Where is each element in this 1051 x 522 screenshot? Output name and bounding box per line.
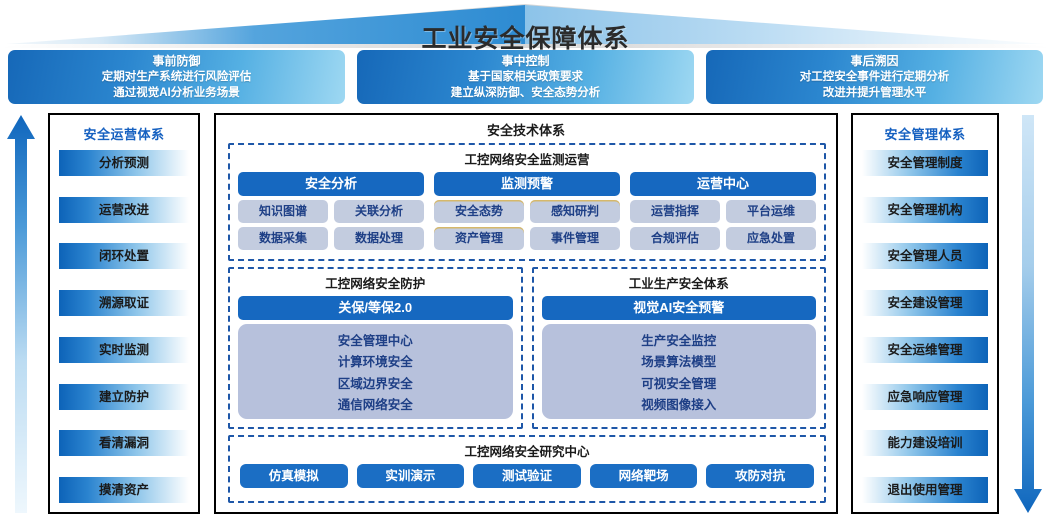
chip-row: 安全态势 感知研判	[434, 200, 620, 223]
phase-banner-post-line1: 对工控安全事件进行定期分析	[799, 71, 950, 83]
production-safety-bar[interactable]: 视觉AI安全预警	[541, 296, 816, 320]
phase-banner-during-line1: 基于国家相关政策要求	[468, 71, 583, 83]
roof-banner: 工业安全保障体系	[0, 4, 1051, 53]
right-panel-items: 安全管理制度 安全管理机构 安全管理人员 安全建设管理 安全运维管理 应急响应管…	[853, 148, 997, 512]
chip-row: 合规评估 应急处置	[630, 227, 816, 250]
production-safety-body: 生产安全监控 场景算法模型 可视安全管理 视频图像接入	[541, 324, 816, 419]
ics-protection-line-1[interactable]: 计算环境安全	[337, 355, 413, 370]
research-button-0[interactable]: 仿真模拟	[240, 464, 348, 488]
production-safety-line-1[interactable]: 场景算法模型	[641, 355, 717, 370]
phase-banner-pre[interactable]: 事前防御 定期对生产系统进行风险评估 通过视觉AI分析业务场景	[8, 50, 345, 104]
chip-row: 运营指挥 平台运维	[630, 200, 816, 223]
ics-protection-title: 工控网络安全防护	[325, 277, 426, 291]
sidebar-item-left-2[interactable]: 闭环处置	[59, 243, 189, 270]
ics-protection-bar[interactable]: 关保/等保2.0	[238, 296, 513, 320]
chip-operations-3[interactable]: 应急处置	[726, 227, 816, 250]
arrow-up-icon	[6, 115, 36, 513]
industrial-production-safety-block: 工业生产安全体系 视觉AI安全预警 生产安全监控 场景算法模型 可视安全管理 视…	[531, 267, 826, 429]
research-button-row: 仿真模拟 实训演示 测试验证 网络靶场 攻防对抗	[230, 464, 824, 488]
sidebar-item-right-1[interactable]: 安全管理机构	[862, 196, 988, 223]
chip-operations-2[interactable]: 合规评估	[630, 227, 720, 250]
monitoring-column-analysis: 安全分析 知识图谱 关联分析 数据采集 数据处理	[238, 172, 424, 250]
research-button-3[interactable]: 网络靶场	[589, 464, 698, 488]
security-operations-panel: 安全运营体系 分析预测 运营改进 闭环处置 溯源取证 实时监测 建立防护 看清漏…	[48, 113, 200, 514]
chip-alerting-2[interactable]: 资产管理	[434, 227, 524, 250]
production-safety-line-2[interactable]: 可视安全管理	[641, 376, 717, 391]
chip-row: 资产管理 事件管理	[434, 227, 620, 250]
sidebar-item-left-7[interactable]: 摸清资产	[59, 476, 189, 503]
phase-banner-pre-title: 事前防御	[152, 54, 201, 68]
research-center-block: 工控网络安全研究中心 仿真模拟 实训演示 测试验证 网络靶场 攻防对抗	[228, 435, 826, 503]
production-safety-line-0[interactable]: 生产安全监控	[641, 333, 717, 348]
monitoring-title: 工控网络安全监测运营	[464, 153, 590, 167]
sidebar-item-right-6[interactable]: 能力建设培训	[862, 430, 988, 457]
sidebar-item-left-3[interactable]: 溯源取证	[59, 290, 189, 317]
ics-protection-line-3[interactable]: 通信网络安全	[337, 398, 413, 413]
sidebar-item-left-4[interactable]: 实时监测	[59, 336, 189, 363]
monitoring-operations-block: 工控网络安全监测运营 安全分析 知识图谱 关联分析 数据采集 数据处理 监测预警	[228, 143, 826, 261]
page-title: 工业安全保障体系	[421, 25, 630, 53]
phase-banner-post[interactable]: 事后溯因 对工控安全事件进行定期分析 改进并提升管理水平	[706, 50, 1043, 104]
phase-banner-pre-line2: 通过视觉AI分析业务场景	[113, 87, 240, 99]
chip-row: 数据采集 数据处理	[238, 227, 424, 250]
chip-analysis-3[interactable]: 数据处理	[334, 227, 424, 250]
phase-banner-post-line2: 改进并提升管理水平	[822, 87, 927, 99]
research-center-title: 工控网络安全研究中心	[464, 445, 590, 459]
chip-analysis-1[interactable]: 关联分析	[334, 200, 424, 223]
sidebar-item-right-5[interactable]: 应急响应管理	[862, 383, 988, 410]
chip-alerting-0[interactable]: 安全态势	[434, 200, 524, 223]
chip-operations-1[interactable]: 平台运维	[726, 200, 816, 223]
production-safety-title: 工业生产安全体系	[628, 277, 729, 291]
chip-operations-0[interactable]: 运营指挥	[630, 200, 720, 223]
research-button-2[interactable]: 测试验证	[473, 464, 581, 488]
middle-panels-row: 工控网络安全防护 关保/等保2.0 安全管理中心 计算环境安全 区域边界安全 通…	[228, 267, 826, 429]
sidebar-item-right-2[interactable]: 安全管理人员	[862, 243, 988, 270]
monitoring-column-operations: 运营中心 运营指挥 平台运维 合规评估 应急处置	[630, 172, 816, 250]
left-panel-heading: 安全运营体系	[83, 127, 165, 142]
chip-alerting-3[interactable]: 事件管理	[530, 227, 620, 250]
monitoring-column-alerting: 监测预警 安全态势 感知研判 资产管理 事件管理	[434, 172, 620, 250]
phase-banner-during[interactable]: 事中控制 基于国家相关政策要求 建立纵深防御、安全态势分析	[357, 50, 694, 104]
monitoring-col-head-2[interactable]: 运营中心	[630, 172, 816, 196]
security-management-panel: 安全管理体系 安全管理制度 安全管理机构 安全管理人员 安全建设管理 安全运维管…	[851, 113, 999, 514]
ics-protection-line-2[interactable]: 区域边界安全	[337, 376, 413, 391]
research-button-4[interactable]: 攻防对抗	[706, 464, 814, 488]
left-panel-items: 分析预测 运营改进 闭环处置 溯源取证 实时监测 建立防护 看清漏洞 摸清资产	[50, 148, 198, 512]
roof-shape-icon	[0, 4, 1051, 48]
phase-banner-during-line2: 建立纵深防御、安全态势分析	[450, 87, 601, 99]
sidebar-item-right-3[interactable]: 安全建设管理	[862, 290, 988, 317]
center-panel-heading: 安全技术体系	[486, 123, 565, 138]
arrow-down-icon	[1013, 115, 1043, 513]
phase-banner-row: 事前防御 定期对生产系统进行风险评估 通过视觉AI分析业务场景 事中控制 基于国…	[8, 50, 1043, 104]
ics-protection-body: 安全管理中心 计算环境安全 区域边界安全 通信网络安全	[238, 324, 513, 419]
chip-row: 知识图谱 关联分析	[238, 200, 424, 223]
sidebar-item-left-6[interactable]: 看清漏洞	[59, 430, 189, 457]
sidebar-item-right-7[interactable]: 退出使用管理	[862, 476, 988, 503]
sidebar-item-left-5[interactable]: 建立防护	[59, 383, 189, 410]
ics-protection-line-0[interactable]: 安全管理中心	[337, 333, 413, 348]
right-panel-heading: 安全管理体系	[884, 127, 966, 142]
security-technology-panel: 安全技术体系 工控网络安全监测运营 安全分析 知识图谱 关联分析 数据采集 数据…	[214, 113, 838, 514]
monitoring-col-head-1[interactable]: 监测预警	[434, 172, 620, 196]
sidebar-item-right-0[interactable]: 安全管理制度	[862, 150, 988, 176]
monitoring-columns: 安全分析 知识图谱 关联分析 数据采集 数据处理 监测预警 安全态势 感知研判	[230, 172, 824, 256]
sidebar-item-left-0[interactable]: 分析预测	[59, 150, 189, 176]
phase-banner-during-title: 事中控制	[501, 54, 550, 68]
chip-analysis-0[interactable]: 知识图谱	[238, 200, 328, 223]
chip-alerting-1[interactable]: 感知研判	[530, 200, 620, 223]
sidebar-item-right-4[interactable]: 安全运维管理	[862, 336, 988, 363]
sidebar-item-left-1[interactable]: 运营改进	[59, 196, 189, 223]
ics-network-protection-block: 工控网络安全防护 关保/等保2.0 安全管理中心 计算环境安全 区域边界安全 通…	[228, 267, 523, 429]
phase-banner-pre-line1: 定期对生产系统进行风险评估	[101, 71, 252, 83]
chip-analysis-2[interactable]: 数据采集	[238, 227, 328, 250]
monitoring-col-head-0[interactable]: 安全分析	[238, 172, 424, 196]
research-button-1[interactable]: 实训演示	[356, 464, 465, 488]
production-safety-line-3[interactable]: 视频图像接入	[641, 398, 717, 413]
phase-banner-post-title: 事后溯因	[850, 54, 899, 68]
